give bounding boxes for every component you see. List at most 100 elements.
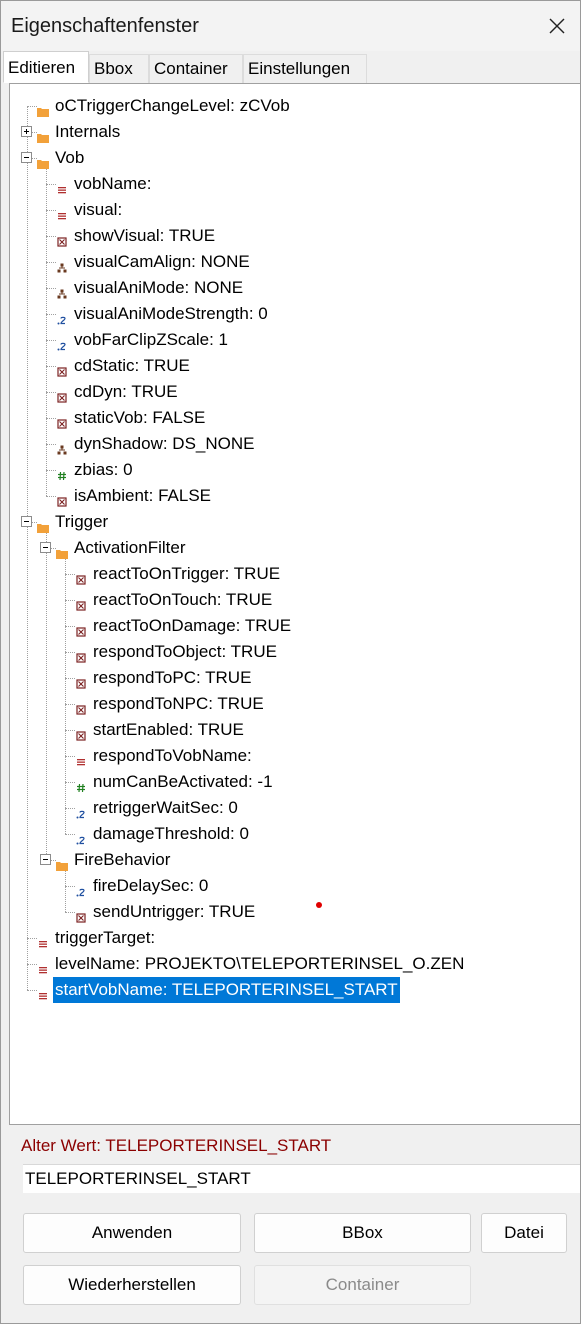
tree-node-triggerTarget[interactable]: triggerTarget: [10, 925, 570, 951]
bbox-button[interactable]: BBox [254, 1213, 471, 1253]
file-button[interactable]: Datei [481, 1213, 567, 1253]
int-icon [56, 464, 68, 481]
tree-node-label: startEnabled: TRUE [93, 720, 244, 739]
tree-node-label: reactToOnDamage: TRUE [93, 616, 292, 635]
int-icon [75, 776, 87, 793]
title-bar: Eigenschaftenfenster [1, 1, 580, 51]
tree-connector-line [65, 600, 66, 626]
cursor-marker [316, 902, 322, 908]
tree-node-trigger[interactable]: Trigger [10, 509, 570, 535]
enum-icon [56, 256, 68, 273]
tree-node-reactToOnTouch[interactable]: reactToOnTouch: TRUE [10, 587, 570, 613]
tree-connector-line [46, 262, 47, 288]
tree-node-root[interactable]: oCTriggerChangeLevel: zCVob [10, 93, 570, 119]
tree-connector-stub [65, 626, 75, 627]
tree-node-startEnabled[interactable]: startEnabled: TRUE [10, 717, 570, 743]
tree-node-sendUntrigger[interactable]: sendUntrigger: TRUE [10, 899, 570, 925]
tree-node-zbias[interactable]: zbias: 0 [10, 457, 570, 483]
tree-connector-line [46, 528, 47, 548]
tree-node-respondToPC[interactable]: respondToPC: TRUE [10, 665, 570, 691]
tree-connector-stub [65, 678, 75, 679]
tree-connector-line [27, 132, 28, 158]
tree-connector-stub [46, 366, 56, 367]
tree-connector-stub [46, 288, 56, 289]
tree-node-levelName[interactable]: levelName: PROJEKTO\TELEPORTERINSEL_O.ZE… [10, 951, 570, 977]
tree-connector-line [65, 704, 66, 730]
old-value-label: Alter Wert: TELEPORTERINSEL_START [21, 1136, 332, 1155]
folder-icon [37, 152, 49, 169]
tree-node-visualAniMode[interactable]: visualAniMode: NONE [10, 275, 570, 301]
tab-einstellungen[interactable]: Einstellungen [243, 54, 367, 83]
tree-node-staticVob[interactable]: staticVob: FALSE [10, 405, 570, 431]
tree-node-internals[interactable]: Internals [10, 119, 570, 145]
bool-icon [56, 230, 68, 247]
tree-node-label: damageThreshold: 0 [93, 824, 249, 843]
tree-node-visualCamAlign[interactable]: visualCamAlign: NONE [10, 249, 570, 275]
tree-connector-line [46, 548, 47, 860]
value-input[interactable]: TELEPORTERINSEL_START [23, 1164, 580, 1193]
tree-node-label: cdDyn: TRUE [74, 382, 178, 401]
tree-node-reactToOnDamage[interactable]: reactToOnDamage: TRUE [10, 613, 570, 639]
tree-node-cdDyn[interactable]: cdDyn: TRUE [10, 379, 570, 405]
tree-node-respondToNPC[interactable]: respondToNPC: TRUE [10, 691, 570, 717]
tree-node-vobFarClipZScale[interactable]: vobFarClipZScale: 1 [10, 327, 570, 353]
tree-node-dynShadow[interactable]: dynShadow: DS_NONE [10, 431, 570, 457]
bool-icon [56, 386, 68, 403]
tree-node-damageThreshold[interactable]: damageThreshold: 0 [10, 821, 570, 847]
tab-container[interactable]: Container [149, 54, 243, 83]
container-button[interactable]: Container [254, 1265, 471, 1305]
tree-connector-line [46, 210, 47, 236]
tree-connector-line [27, 938, 28, 964]
tree-connector-stub [65, 782, 75, 783]
tree-node-vob[interactable]: Vob [10, 145, 570, 171]
tree-connector-line [27, 964, 28, 990]
tree-connector-stub [65, 600, 75, 601]
tree-node-retriggerWaitSec[interactable]: retriggerWaitSec: 0 [10, 795, 570, 821]
restore-button[interactable]: Wiederherstellen [23, 1265, 241, 1305]
tree-node-respondToVobName[interactable]: respondToVobName: [10, 743, 570, 769]
tree-node-fireDelaySec[interactable]: fireDelaySec: 0 [10, 873, 570, 899]
tree-node-cdStatic[interactable]: cdStatic: TRUE [10, 353, 570, 379]
collapse-icon[interactable] [21, 516, 32, 527]
close-button[interactable] [534, 1, 580, 51]
tab-bbox[interactable]: Bbox [89, 54, 149, 83]
collapse-icon[interactable] [21, 152, 32, 163]
tree-connector-line [65, 808, 66, 834]
tree-node-numCanBeActivated[interactable]: numCanBeActivated: -1 [10, 769, 570, 795]
tree-node-label: Trigger [55, 512, 109, 531]
tree-connector-line [46, 470, 47, 496]
tree-connector-stub [65, 912, 75, 913]
string-icon [37, 932, 49, 948]
tree-connector-line [46, 288, 47, 314]
tree-node-isAmbient[interactable]: isAmbient: FALSE [10, 483, 570, 509]
collapse-icon[interactable] [40, 854, 51, 865]
tree-node-reactToOnTrigger[interactable]: reactToOnTrigger: TRUE [10, 561, 570, 587]
tree-connector-stub [65, 756, 75, 757]
tree-node-fireBehavior[interactable]: FireBehavior [10, 847, 570, 873]
collapse-icon[interactable] [40, 542, 51, 553]
tree-node-label: triggerTarget: [55, 928, 156, 947]
tree-node-visualAniModeStrength[interactable]: visualAniModeStrength: 0 [10, 301, 570, 327]
expand-icon[interactable] [21, 126, 32, 137]
tree-connector-stub [27, 938, 37, 939]
float-icon [56, 334, 68, 351]
string-icon [75, 750, 87, 766]
tree-node-vobName[interactable]: vobName: [10, 171, 570, 197]
tree-node-activationFilter[interactable]: ActivationFilter [10, 535, 570, 561]
tree-connector-line [46, 366, 47, 392]
tree-connector-line [65, 652, 66, 678]
tree-node-startVobName[interactable]: startVobName: TELEPORTERINSEL_START [10, 977, 570, 1003]
float-icon [75, 828, 87, 845]
bool-icon [75, 906, 87, 923]
tab-editieren[interactable]: Editieren [3, 51, 89, 83]
tree-node-visual[interactable]: visual: [10, 197, 570, 223]
bool-icon [75, 698, 87, 715]
tree-connector-stub [65, 704, 75, 705]
tab-strip: Editieren Bbox Container Einstellungen [1, 51, 580, 83]
apply-button[interactable]: Anwenden [23, 1213, 241, 1253]
tree-node-showVisual[interactable]: showVisual: TRUE [10, 223, 570, 249]
tree-node-label: retriggerWaitSec: 0 [93, 798, 238, 817]
string-icon [56, 204, 68, 220]
tree-node-respondToObject[interactable]: respondToObject: TRUE [10, 639, 570, 665]
